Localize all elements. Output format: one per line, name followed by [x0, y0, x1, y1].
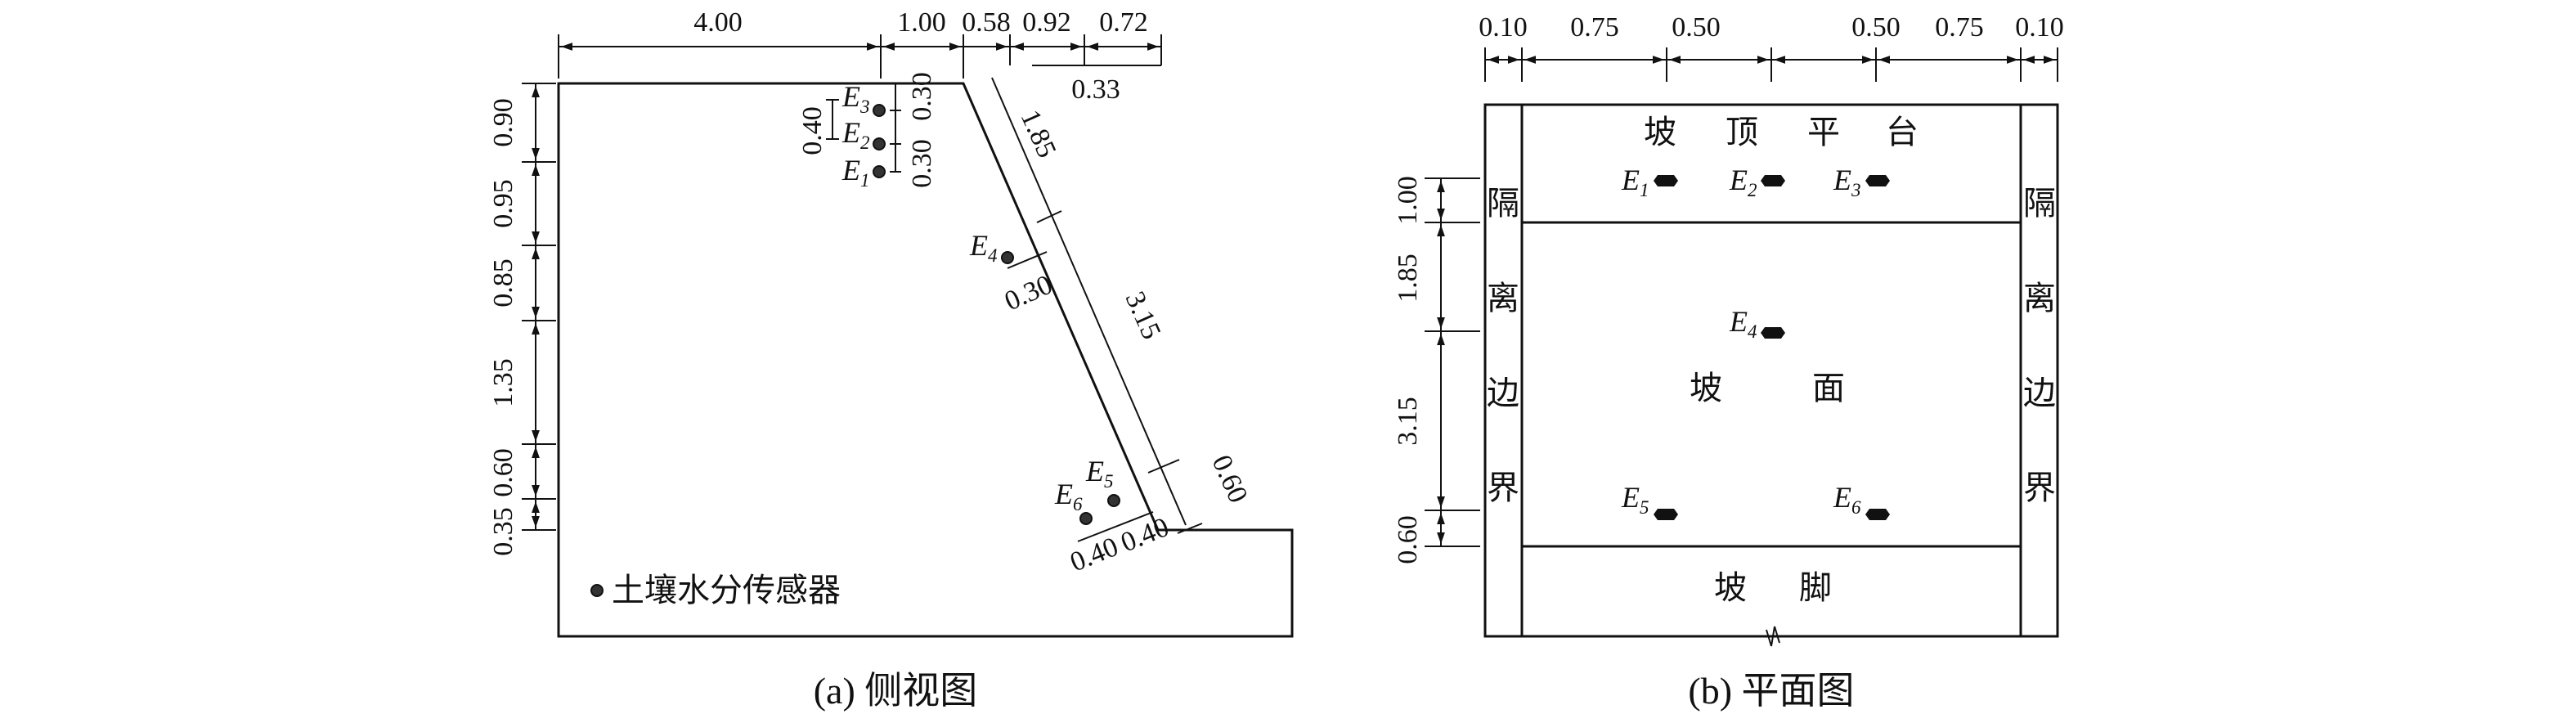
- sensor-e2-label: E2: [841, 116, 870, 153]
- svg-text:脚: 脚: [1799, 569, 1832, 606]
- plan-sensor-e6-mark: [1865, 509, 1890, 520]
- plan-dim-left-3: 3.15: [1393, 397, 1423, 446]
- svg-text:界: 界: [1487, 469, 1519, 506]
- top-dimension-chain: 4.00 1.00 0.58 0.92 0.72 0.33: [558, 7, 1162, 105]
- dim-sensor-040: 0.40: [797, 106, 828, 155]
- dim-top-3: 0.58: [962, 7, 1011, 38]
- svg-text:面: 面: [1812, 370, 1845, 406]
- sensor-e3-dot: [873, 104, 886, 117]
- break-mark: [1766, 626, 1780, 647]
- plan-sensor-e6-label: E6: [1833, 481, 1861, 518]
- plan-sensor-e2-label: E2: [1729, 164, 1757, 200]
- plan-dim-left-4: 0.60: [1393, 515, 1423, 564]
- plan-outer-frame: [1483, 103, 2059, 638]
- plan-dim-top-6: 0.10: [2015, 12, 2064, 43]
- plan-sensor-e3-mark: [1865, 175, 1890, 186]
- svg-text:边: 边: [2023, 375, 2056, 411]
- dim-top-2: 1.00: [897, 7, 946, 38]
- slope-dimensions: 1.85 3.15 0.60 0.30: [1000, 106, 1254, 534]
- plan-dim-top-4: 0.50: [1851, 12, 1901, 43]
- dim-top-sub: 0.33: [1071, 74, 1120, 105]
- plan-dim-top-2: 0.75: [1570, 12, 1619, 43]
- dim-left-2: 0.95: [488, 179, 518, 228]
- plan-dim-top-5: 0.75: [1935, 12, 1984, 43]
- zone-crest-label: 坡 顶 平 台: [1644, 114, 1919, 150]
- caption-side-view: (a) 侧视图: [814, 670, 978, 712]
- sensor-e1-label: E1: [841, 154, 870, 191]
- sensor-e3-label: E3: [841, 80, 870, 117]
- sensor-e4-dot: [1001, 251, 1014, 264]
- plan-sensor-e3-label: E3: [1833, 164, 1861, 200]
- plan-sensor-e4-mark: [1761, 327, 1785, 339]
- svg-text:离: 离: [2023, 280, 2056, 317]
- dim-left-4: 1.35: [488, 358, 518, 407]
- plan-sensor-e1-label: E1: [1621, 164, 1649, 200]
- svg-text:坡: 坡: [1644, 114, 1676, 150]
- dim-left-6: 0.35: [488, 507, 518, 556]
- svg-text:台: 台: [1886, 114, 1919, 150]
- svg-text:隔: 隔: [2023, 185, 2056, 222]
- dim-top-5: 0.72: [1099, 7, 1148, 38]
- sensor-stack-top: E3 E2 E1 0.40 0.30 0.30: [797, 72, 937, 191]
- svg-text:界: 界: [2023, 469, 2056, 506]
- sensor-e1-dot: [873, 165, 886, 178]
- plan-dim-top-1: 0.10: [1479, 12, 1528, 43]
- caption-plan-view: (b) 平面图: [1688, 670, 1854, 712]
- right-boundary-label: 隔 离 边 界: [2023, 185, 2056, 506]
- dim-slope-185: 1.85: [1015, 106, 1062, 162]
- side-view: 4.00 1.00 0.58 0.92 0.72 0.33 0.90 0.: [488, 7, 1294, 712]
- svg-text:坡: 坡: [1690, 370, 1722, 406]
- plan-sensor-e4-label: E4: [1729, 305, 1757, 342]
- legend-sensor-dot: [590, 584, 604, 597]
- slope-offset-line: [991, 77, 1187, 526]
- plan-view: 0.10 0.75 0.50 0.50 0.75 0.10 1.00 1.85 …: [1393, 12, 2064, 712]
- plan-dim-top-3: 0.50: [1672, 12, 1721, 43]
- dim-left-5: 0.60: [488, 448, 518, 497]
- dim-toe-b: 0.40: [1117, 512, 1174, 559]
- dim-toe-a: 0.40: [1066, 532, 1123, 578]
- plan-sensor-e1-mark: [1654, 175, 1678, 186]
- sensor-e6-dot: [1079, 512, 1093, 525]
- dim-slope-315: 3.15: [1120, 287, 1167, 344]
- svg-text:平: 平: [1807, 114, 1840, 150]
- svg-text:离: 离: [1487, 280, 1519, 317]
- plan-dim-left-1: 1.00: [1393, 176, 1423, 225]
- slope-outline: [557, 82, 1294, 638]
- dim-sensor-030-a: 0.30: [907, 72, 937, 121]
- zone-toe-label: 坡 脚: [1714, 569, 1832, 606]
- plan-sensors: E1 E2 E3 E4 E5 E6: [1621, 164, 1890, 520]
- plan-sensor-e5-label: E5: [1621, 481, 1649, 518]
- zone-slope-label: 坡 面: [1690, 370, 1845, 406]
- plan-top-dimension-chain: 0.10 0.75 0.50 0.50 0.75 0.10: [1479, 12, 2064, 82]
- dim-left-1: 0.90: [488, 98, 518, 147]
- legend-label: 土壤水分传感器: [612, 572, 841, 608]
- sensor-e5-dot: [1107, 494, 1120, 507]
- svg-text:顶: 顶: [1726, 114, 1758, 150]
- svg-text:隔: 隔: [1487, 185, 1519, 222]
- sensor-e6-label: E6: [1054, 478, 1083, 514]
- plan-sensor-e2-mark: [1761, 175, 1785, 186]
- left-boundary-label: 隔 离 边 界: [1487, 185, 1519, 506]
- dim-top-1: 4.00: [693, 7, 743, 38]
- svg-text:坡: 坡: [1714, 569, 1747, 606]
- left-dimension-chain: 0.90 0.95 0.85 1.35 0.60 0.35: [488, 83, 556, 556]
- plan-left-dimension-chain: 1.00 1.85 3.15 0.60: [1393, 176, 1480, 564]
- svg-text:边: 边: [1487, 375, 1519, 411]
- plan-dim-left-2: 1.85: [1393, 254, 1423, 303]
- dim-sensor-030-b: 0.30: [907, 139, 937, 188]
- dim-slope-060: 0.60: [1206, 451, 1254, 507]
- sensor-e5-label: E5: [1085, 455, 1114, 492]
- sensor-e4-label: E4: [969, 229, 998, 266]
- dim-top-4: 0.92: [1022, 7, 1071, 38]
- sensor-e2-dot: [873, 137, 886, 150]
- dim-left-3: 0.85: [488, 258, 518, 308]
- plan-sensor-e5-mark: [1654, 509, 1678, 520]
